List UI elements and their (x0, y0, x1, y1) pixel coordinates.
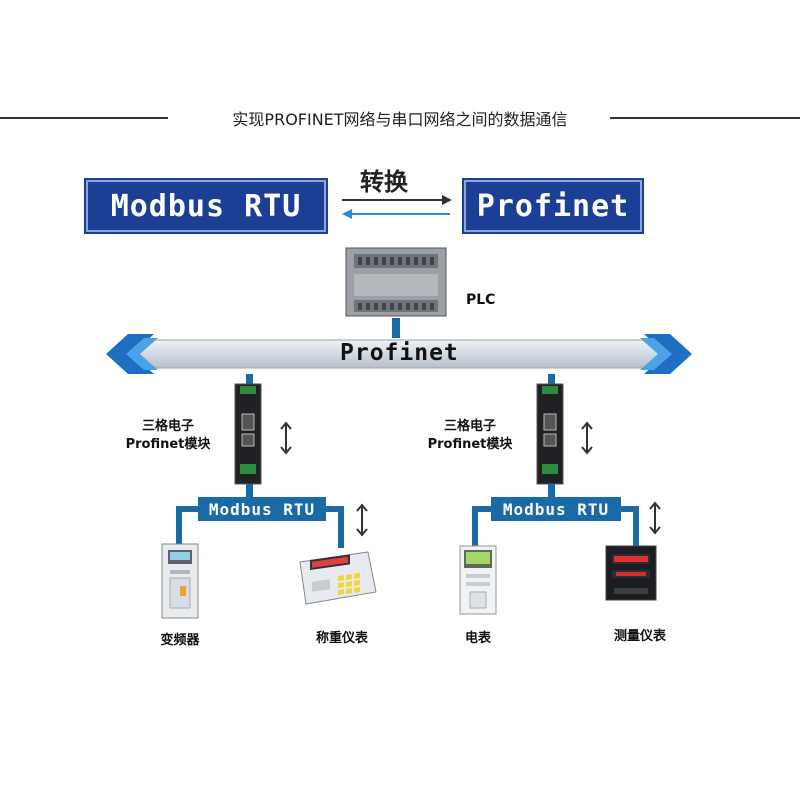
page-title: 实现PROFINET网络与串口网络之间的数据通信 (0, 106, 800, 130)
left-rtu-drop-right (338, 506, 344, 548)
right-rtu-drop-left (472, 506, 478, 548)
device-label-measuring-instrument: 测量仪表 (613, 629, 666, 644)
left-module-uplink (246, 374, 253, 386)
left-rtu-line-right (324, 506, 344, 512)
left-module-updown-arrow-icon (280, 421, 292, 455)
right-module-label: 三格电子 Profinet模块 (414, 418, 526, 454)
right-profinet-module (536, 383, 564, 485)
left-rtu-line-left (176, 506, 202, 512)
inverter-device (161, 543, 199, 619)
left-module-label-line2: Profinet模块 (125, 437, 211, 452)
plc-label: PLC (466, 292, 496, 308)
plc-wire (392, 318, 400, 338)
right-rtu-drop-right (633, 506, 639, 548)
right-modbus-rtu-bus: Modbus RTU (491, 497, 621, 521)
left-module-label: 三格电子 Profinet模块 (112, 418, 224, 454)
left-profinet-module (234, 383, 262, 485)
right-module-label-line1: 三格电子 (443, 419, 496, 434)
left-module-label-line1: 三格电子 (141, 419, 194, 434)
measuring-instrument-device (605, 545, 657, 601)
device-label-electricity-meter: 电表 (464, 631, 491, 646)
device-label-inverter: 变频器 (160, 633, 200, 648)
profinet-box: Profinet (464, 180, 642, 232)
weighing-instrument-device (299, 551, 377, 605)
plc-device (345, 247, 447, 317)
left-modbus-rtu-bus: Modbus RTU (198, 497, 326, 521)
right-rtu-line-right (619, 506, 639, 512)
right-rtu-line-left (472, 506, 498, 512)
title-rule-left (0, 117, 168, 119)
modbus-rtu-box: Modbus RTU (86, 180, 326, 232)
convert-label: 转换 (360, 168, 408, 196)
electricity-meter-device (459, 545, 497, 615)
bus-label: Profinet (340, 340, 459, 366)
device-label-weighing-instrument: 称重仪表 (315, 631, 368, 646)
conversion-arrows (342, 195, 452, 219)
left-rtu-updown-arrow-icon (356, 503, 368, 537)
right-module-uplink (548, 374, 555, 386)
right-rtu-updown-arrow-icon (649, 501, 661, 535)
right-module-updown-arrow-icon (581, 421, 593, 455)
title-rule-right (610, 117, 800, 119)
right-module-label-line2: Profinet模块 (427, 437, 513, 452)
left-module-downlink (246, 484, 253, 498)
profinet-bus (106, 334, 692, 374)
right-module-downlink (548, 484, 555, 498)
left-rtu-drop-left (176, 506, 182, 548)
